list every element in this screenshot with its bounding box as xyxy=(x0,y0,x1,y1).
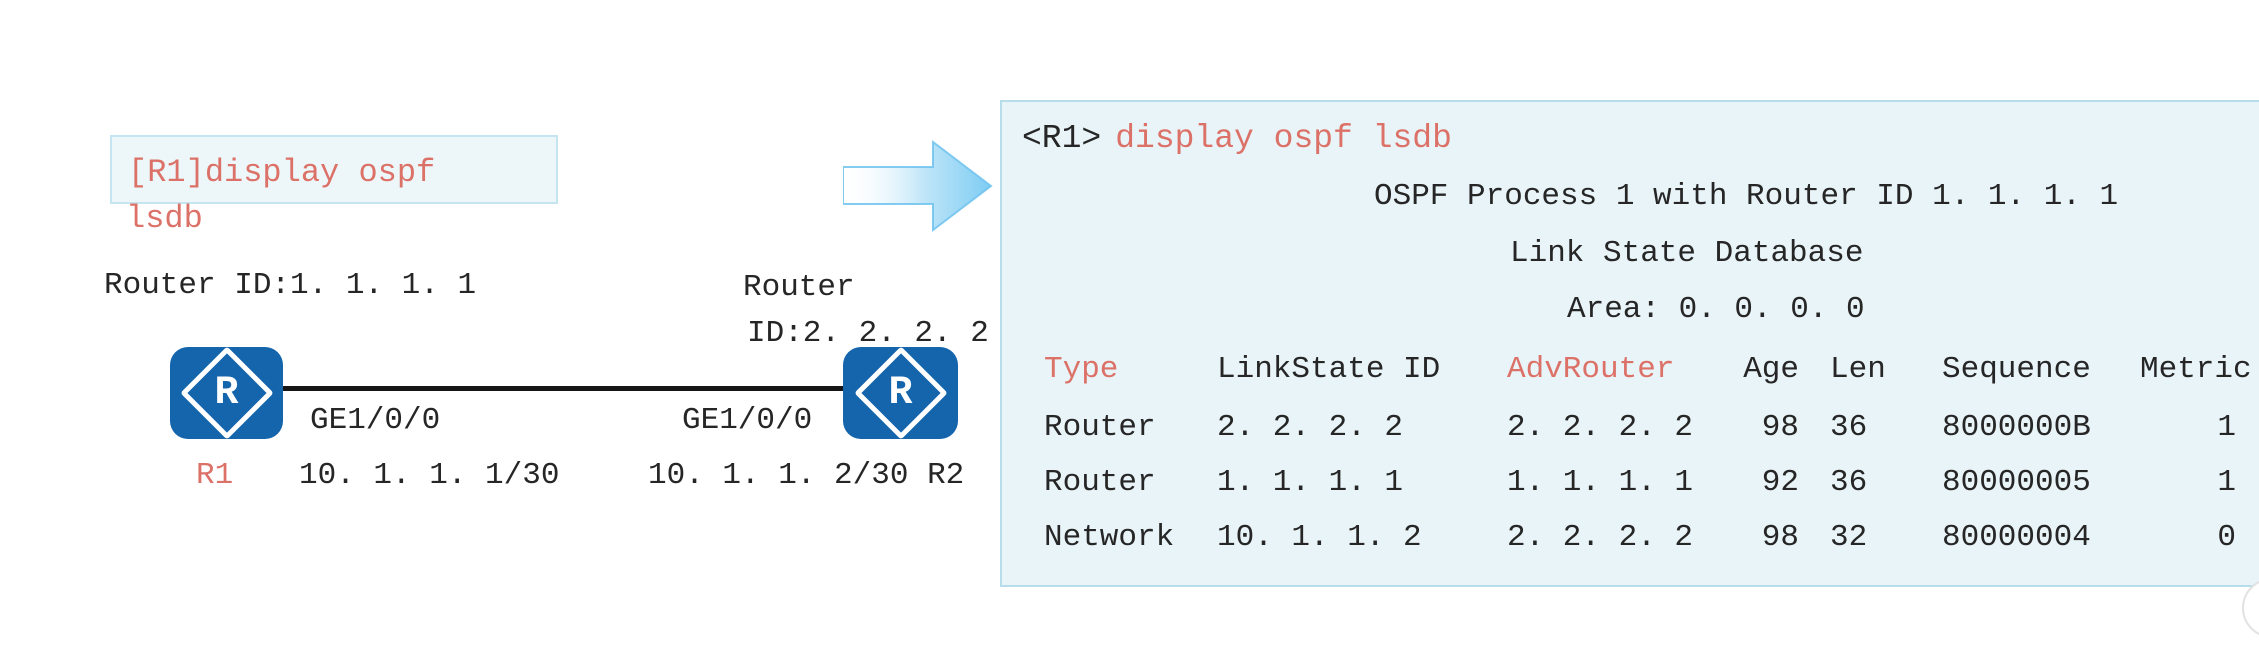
cell-age: 98 xyxy=(1761,410,1799,445)
cell-metric: 1 xyxy=(2217,410,2236,445)
header-type: Type xyxy=(1044,352,1119,387)
cell-linkstate-id: 10. 1. 1. 2 xyxy=(1217,520,1422,555)
cell-len: 36 xyxy=(1830,465,1868,500)
cell-len: 36 xyxy=(1830,410,1868,445)
router1-ip-label: 10. 1. 1. 1/30 xyxy=(299,458,560,493)
cell-advrouter: 1. 1. 1. 1 xyxy=(1507,465,1694,500)
cell-len: 32 xyxy=(1830,520,1868,555)
cell-age: 98 xyxy=(1761,520,1799,555)
command-callout-box: [R1]display ospf xyxy=(110,135,558,204)
header-advrouter: AdvRouter xyxy=(1507,352,1675,387)
cell-advrouter: 2. 2. 2. 2 xyxy=(1507,520,1694,555)
terminal-prompt: <R1> xyxy=(1022,120,1102,157)
flow-arrow-icon xyxy=(843,140,993,232)
terminal-command: display ospf lsdb xyxy=(1115,120,1452,157)
ospf-process-line: OSPF Process 1 with Router ID 1. 1. 1. 1 xyxy=(1374,179,2119,214)
lsdb-table-row: Network 10. 1. 1. 2 2. 2. 2. 2 98 32 800… xyxy=(1002,522,2259,562)
area-line: Area: 0. 0. 0. 0 xyxy=(1567,292,1865,327)
router-icon-letter: R xyxy=(214,370,239,416)
lsdb-table-row: Router 2. 2. 2. 2 2. 2. 2. 2 98 36 80000… xyxy=(1002,412,2259,452)
router2-icon: R xyxy=(843,346,958,440)
router1-name-label: R1 xyxy=(196,458,234,493)
router2-name-label: R2 xyxy=(927,458,965,493)
cell-linkstate-id: 2. 2. 2. 2 xyxy=(1217,410,1404,445)
header-linkstate-id: LinkState ID xyxy=(1217,352,1441,387)
router2-interface-label: GE1/0/0 xyxy=(682,403,813,438)
ethernet-link xyxy=(282,386,848,391)
header-sequence: Sequence xyxy=(1942,352,2091,387)
cell-type: Router xyxy=(1044,410,1156,445)
terminal-panel: <R1> display ospf lsdb OSPF Process 1 wit… xyxy=(1000,100,2259,587)
cell-metric: 0 xyxy=(2217,520,2236,555)
cell-sequence: 80000005 xyxy=(1942,465,2091,500)
cell-age: 92 xyxy=(1761,465,1799,500)
cell-advrouter: 2. 2. 2. 2 xyxy=(1507,410,1694,445)
terminal-command-line: <R1> display ospf lsdb xyxy=(1022,122,1452,155)
command-callout-line1: [R1]display ospf xyxy=(128,154,436,191)
router1-id-label: Router ID:1. 1. 1. 1 xyxy=(104,268,477,303)
router2-ip-and-name: 10. 1. 1. 2/30 R2 xyxy=(648,460,964,491)
router2-id-label-line2: ID:2. 2. 2. 2 xyxy=(747,316,989,351)
router1-icon: R xyxy=(170,346,283,440)
cell-type: Router xyxy=(1044,465,1156,500)
cell-type: Network xyxy=(1044,520,1175,555)
header-len: Len xyxy=(1830,352,1886,387)
corner-circle-decoration xyxy=(2242,578,2259,638)
header-metric: Metric xyxy=(2140,352,2252,387)
router2-id-label-line1: Router xyxy=(743,270,855,305)
cell-sequence: 8000000B xyxy=(1942,410,2091,445)
lsdb-table-row: Router 1. 1. 1. 1 1. 1. 1. 1 92 36 80000… xyxy=(1002,467,2259,507)
lsdb-table-header: Type LinkState ID AdvRouter Age Len Sequ… xyxy=(1002,354,2259,394)
cell-linkstate-id: 1. 1. 1. 1 xyxy=(1217,465,1404,500)
header-age: Age xyxy=(1743,352,1799,387)
router2-ip-label: 10. 1. 1. 2/30 xyxy=(648,458,909,493)
link-state-database-line: Link State Database xyxy=(1510,236,1864,271)
router1-interface-label: GE1/0/0 xyxy=(310,403,441,438)
cell-sequence: 80000004 xyxy=(1942,520,2091,555)
router-icon-letter: R xyxy=(888,370,913,416)
command-callout-line2: lsdb xyxy=(126,200,203,237)
cell-metric: 1 xyxy=(2217,465,2236,500)
